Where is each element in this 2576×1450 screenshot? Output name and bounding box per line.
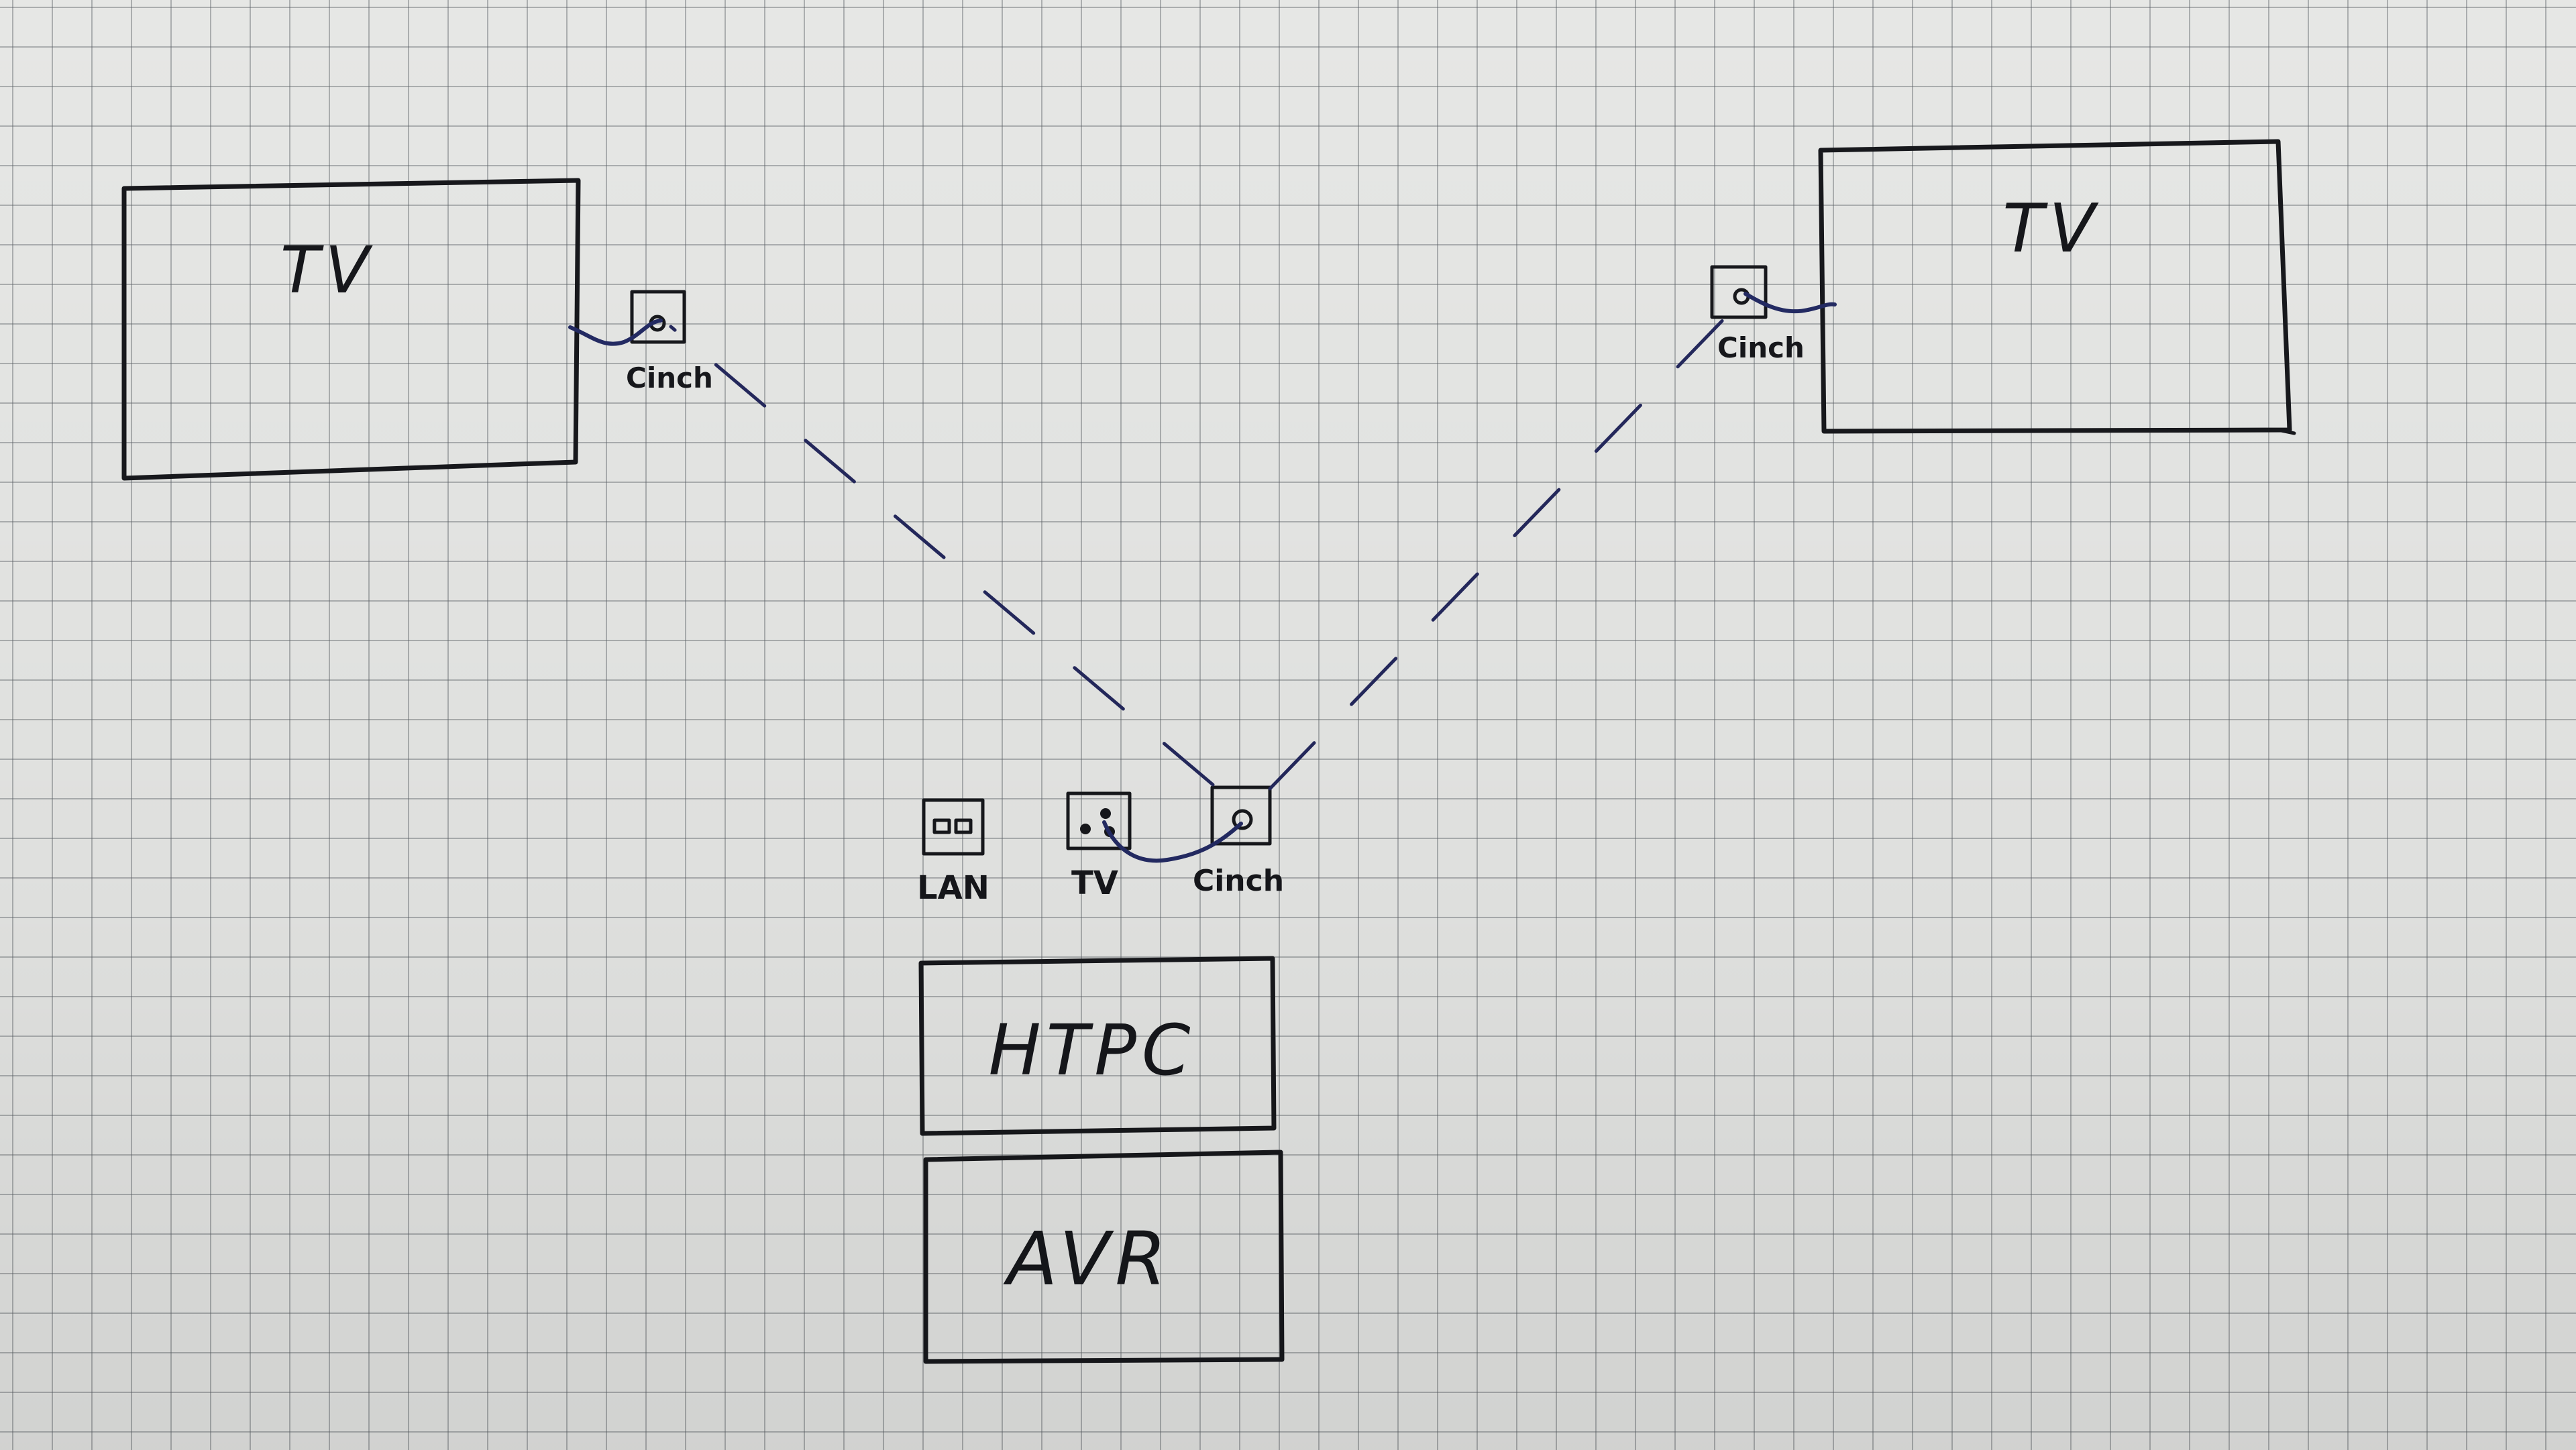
cinch-center-label: Cinch bbox=[1193, 864, 1284, 898]
cinch-socket-left: Cinch bbox=[626, 290, 713, 394]
htpc-label: HTPC bbox=[988, 1009, 1195, 1091]
htpc-box: HTPC bbox=[918, 956, 1277, 1136]
lan-label: LAN bbox=[917, 869, 989, 907]
coax-socket-icon bbox=[1066, 791, 1132, 850]
tv-socket-label: TV bbox=[1071, 865, 1118, 902]
cable-tv-left-to-cinch bbox=[568, 319, 663, 346]
htpc-frame bbox=[918, 956, 1277, 1136]
tv-left-frame bbox=[121, 178, 581, 481]
tv-right-label: TV bbox=[2002, 189, 2100, 268]
avr-frame bbox=[923, 1150, 1285, 1364]
dashed-run-right bbox=[1268, 308, 1735, 791]
dashed-run-left bbox=[669, 325, 1215, 787]
lan-socket: LAN bbox=[917, 798, 989, 907]
cinch-right-label: Cinch bbox=[1717, 331, 1805, 364]
tv-right-frame bbox=[1818, 139, 2292, 434]
cable-tv-socket-to-cinch bbox=[1102, 820, 1243, 863]
avr-box: AVR bbox=[923, 1150, 1285, 1364]
tv-right: TV bbox=[1818, 139, 2296, 435]
avr-label: AVR bbox=[1003, 1216, 1171, 1302]
cinch-socket-center: Cinch bbox=[1193, 785, 1284, 898]
tv-left-label: TV bbox=[280, 233, 374, 308]
double-port-icon bbox=[922, 798, 985, 856]
tv-left: TV bbox=[121, 178, 581, 481]
cable-tv-right-to-cinch bbox=[1743, 292, 1837, 314]
circle-socket-icon bbox=[1710, 265, 1768, 319]
cinch-socket-right: Cinch bbox=[1710, 265, 1805, 364]
circle-socket-icon bbox=[1210, 785, 1272, 846]
cinch-left-label: Cinch bbox=[626, 361, 713, 394]
circle-socket-icon bbox=[630, 290, 686, 344]
